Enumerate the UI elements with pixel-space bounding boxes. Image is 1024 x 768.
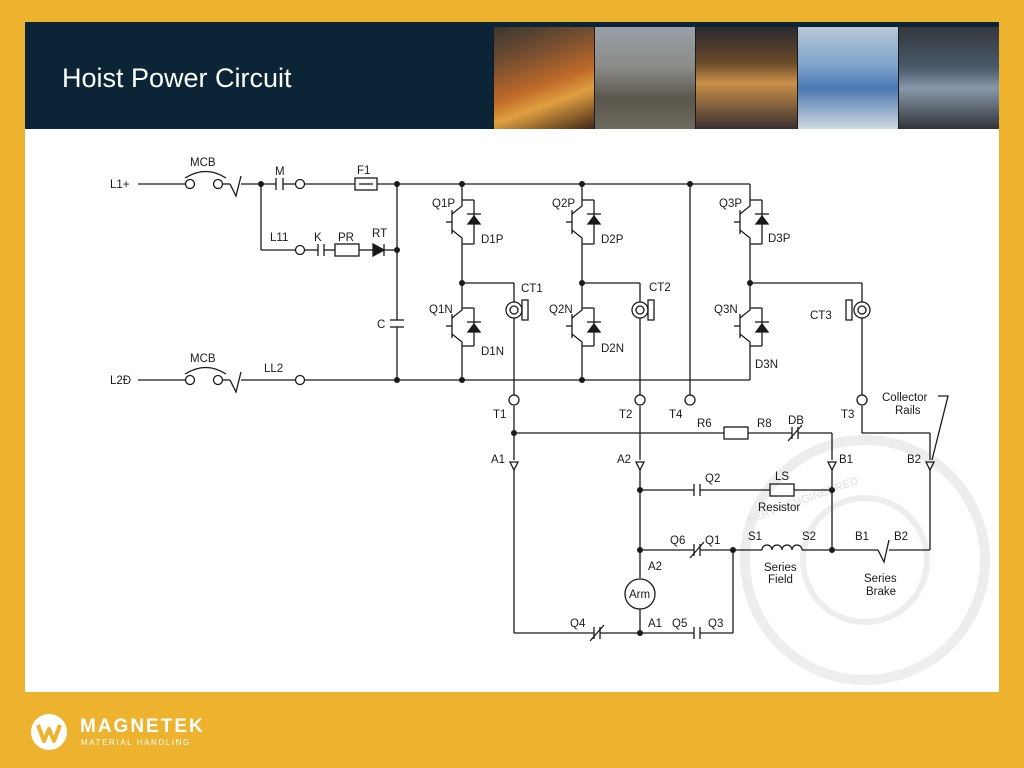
label-q3p: Q3P	[719, 198, 742, 210]
label-t4: T4	[669, 409, 683, 421]
load-circuit	[508, 395, 949, 642]
header-photo	[897, 27, 1000, 129]
label-a1-top: A1	[491, 454, 505, 466]
label-ct1: CT1	[521, 283, 543, 295]
label-d1p: D1P	[481, 234, 504, 246]
magnetek-logo-icon	[31, 714, 67, 750]
label-q5: Q5	[672, 618, 687, 630]
label-rt: RT	[372, 228, 387, 240]
slide	[25, 22, 999, 692]
label-q2n: Q2N	[549, 304, 573, 316]
label-r6: R6	[697, 418, 712, 430]
header-photo	[796, 27, 898, 129]
label-t1: T1	[493, 409, 506, 421]
label-q6: Q6	[670, 535, 685, 547]
label-ls: LS	[775, 471, 789, 483]
label-pr: PR	[338, 232, 354, 244]
label-series-brake-1: Series	[864, 573, 897, 585]
label-d2p: D2P	[601, 234, 624, 246]
label-l11: L11	[270, 232, 288, 244]
wiring	[138, 170, 863, 396]
label-d1n: D1N	[481, 346, 504, 358]
title-banner: Hoist Power Circuit	[25, 22, 1000, 129]
label-collector: Collector	[882, 392, 928, 404]
brand-name: MAGNETEK	[80, 716, 205, 737]
header-photo-strip	[493, 27, 1000, 129]
label-db: DB	[788, 415, 804, 427]
brand-tagline: MATERIAL HANDLING	[81, 738, 191, 747]
header-bar: Hoist Power Circuit	[25, 22, 1000, 692]
junction-dots	[258, 181, 835, 636]
label-l1: L1+	[110, 179, 130, 191]
label-rails: Rails	[895, 405, 921, 417]
header-photo	[493, 27, 595, 129]
label-series-field-2: Field	[768, 574, 793, 586]
label-q1n: Q1N	[429, 304, 453, 316]
current-transformers	[505, 299, 871, 321]
terminals	[184, 178, 868, 406]
label-q1p: Q1P	[432, 198, 455, 210]
label-ct3: CT3	[810, 310, 832, 322]
label-q2: Q2	[705, 473, 720, 485]
label-series-field-1: Series	[764, 562, 797, 574]
label-t3: T3	[841, 409, 854, 421]
label-s2: S2	[802, 531, 816, 543]
page-title: Hoist Power Circuit	[62, 63, 292, 93]
label-ct2: CT2	[649, 282, 671, 294]
label-a1-arm: A1	[648, 618, 662, 630]
label-d3n: D3N	[755, 359, 778, 371]
label-m: M	[275, 166, 285, 178]
label-mcb-bottom: MCB	[190, 353, 216, 365]
label-t2: T2	[619, 409, 632, 421]
igbt-switches	[446, 199, 770, 353]
label-series-brake-2: Brake	[866, 586, 896, 598]
label-mcb-top: MCB	[190, 157, 216, 169]
label-c: C	[377, 319, 385, 331]
label-arm: Arm	[629, 589, 650, 601]
header-photo	[695, 27, 797, 129]
header-photo	[594, 27, 696, 129]
label-resistor: Resistor	[758, 502, 800, 514]
label-k: K	[314, 232, 322, 244]
label-r8: R8	[757, 418, 772, 430]
label-b2-brake: B2	[894, 531, 908, 543]
label-ll2: LL2	[264, 363, 283, 375]
label-b1-brake: B1	[855, 531, 869, 543]
label-f1: F1	[357, 165, 370, 177]
label-q1: Q1	[705, 535, 720, 547]
label-q4: Q4	[570, 618, 586, 630]
label-d2n: D2N	[601, 343, 624, 355]
label-s1: S1	[748, 531, 762, 543]
label-l2: L2Ð	[110, 375, 131, 387]
label-a2-arm: A2	[648, 561, 662, 573]
label-a2-top: A2	[617, 454, 631, 466]
label-q3n: Q3N	[714, 304, 738, 316]
label-d3p: D3P	[768, 233, 791, 245]
label-q2p: Q2P	[552, 198, 575, 210]
diagram-labels: MCB L1+ M F1 L11 K PR RT C MCB L2Ð LL2 Q…	[110, 157, 928, 630]
label-b1-top: B1	[839, 454, 853, 466]
label-b2-top: B2	[907, 454, 921, 466]
label-q3: Q3	[708, 618, 723, 630]
